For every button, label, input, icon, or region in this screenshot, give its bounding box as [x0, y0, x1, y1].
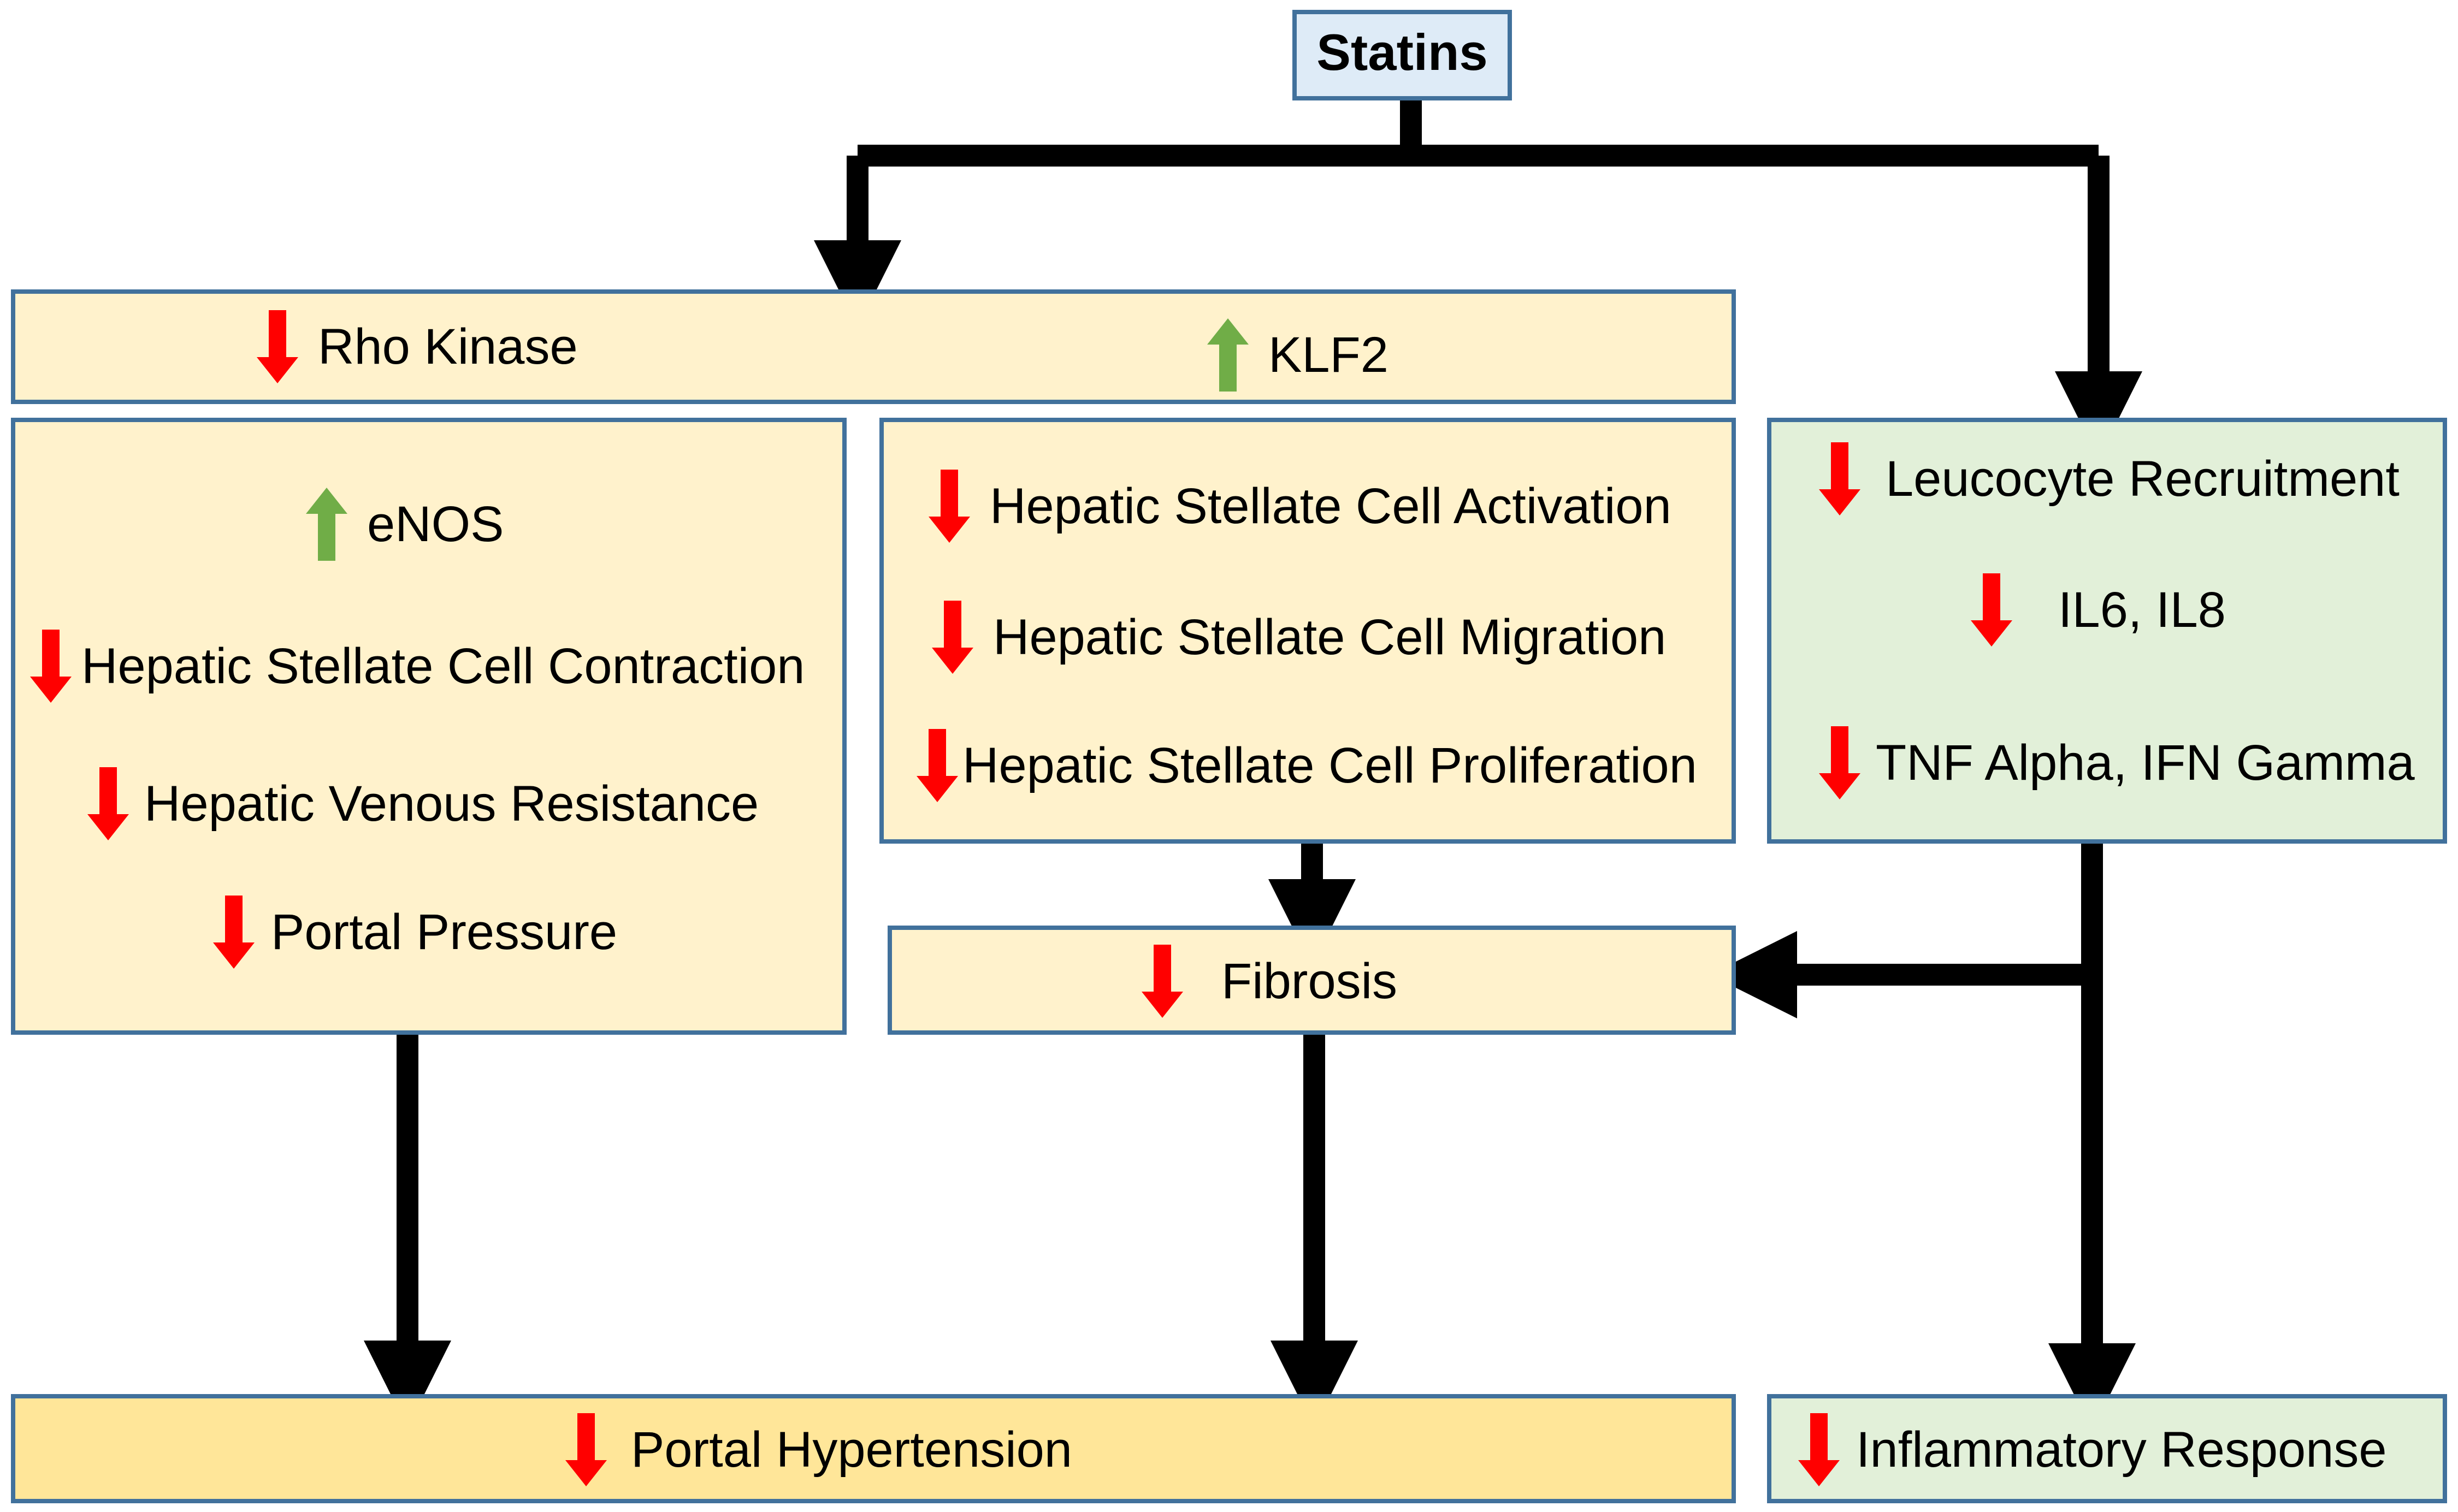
- middle-panel-item-hsc-migration: Hepatic Stellate Cell Migration: [932, 601, 1666, 674]
- red-down-arrow-icon: [257, 310, 298, 383]
- left-panel-item-enos: eNOS: [306, 486, 504, 562]
- top-bar-box: [11, 289, 1736, 404]
- statins-label: Statins: [1316, 23, 1488, 81]
- green-up-arrow-icon: [1207, 318, 1249, 392]
- statins-box: [1292, 10, 1512, 100]
- red-down-arrow-icon: [565, 1413, 607, 1486]
- green-up-arrow-icon: [306, 488, 347, 561]
- red-down-arrow-icon: [1819, 442, 1860, 515]
- red-down-arrow-icon: [1971, 573, 2012, 647]
- red-down-arrow-icon: [1142, 945, 1183, 1018]
- fibrosis-box: [888, 926, 1736, 1035]
- red-down-arrow-icon: [87, 767, 129, 840]
- inflammation-panel-box: [1767, 418, 2447, 844]
- statins-trunk-line: [858, 96, 2099, 167]
- red-down-arrow-icon: [929, 470, 970, 543]
- red-down-arrow-icon: [917, 729, 958, 802]
- rho-kinase-item: Rho Kinase: [257, 310, 578, 383]
- right-panel-item-il6-il8: IL6, IL8: [1971, 573, 2226, 647]
- right-panel-item-leucocyte: Leucocyte Recruitment: [1819, 442, 2400, 515]
- klf2-label: KLF2: [1268, 327, 1388, 383]
- middle-panel-box: [879, 418, 1736, 844]
- left-panel-box: [11, 418, 847, 1035]
- middle-panel-item-hsc-activation: Hepatic Stellate Cell Activation: [929, 470, 1671, 543]
- klf2-item: KLF2: [1207, 317, 1388, 393]
- rho-kinase-label: Rho Kinase: [318, 319, 578, 375]
- red-down-arrow-icon: [1798, 1413, 1840, 1486]
- portal-hypertension-box: [11, 1394, 1736, 1503]
- right-panel-item-tnf-ifn: TNF Alpha, IFN Gamma: [1819, 726, 2415, 799]
- red-down-arrow-icon: [1819, 726, 1860, 799]
- middle-panel-item-hsc-proliferation: Hepatic Stellate Cell Proliferation: [917, 729, 1697, 802]
- inflammatory-response-box: [1767, 1394, 2447, 1503]
- inflammatory-response-item: Inflammatory Response: [1798, 1413, 2387, 1486]
- left-panel-item-hsc-contraction: Hepatic Stellate Cell Contraction: [30, 630, 805, 703]
- left-panel-item-venous-resistance: Hepatic Venous Resistance: [87, 767, 759, 840]
- left-panel-item-portal-pressure: Portal Pressure: [213, 896, 617, 969]
- fibrosis-item: Fibrosis: [1142, 945, 1397, 1018]
- red-down-arrow-icon: [213, 896, 255, 969]
- red-down-arrow-icon: [30, 630, 72, 703]
- portal-hypertension-item: Portal Hypertension: [565, 1413, 1072, 1486]
- red-down-arrow-icon: [932, 601, 973, 674]
